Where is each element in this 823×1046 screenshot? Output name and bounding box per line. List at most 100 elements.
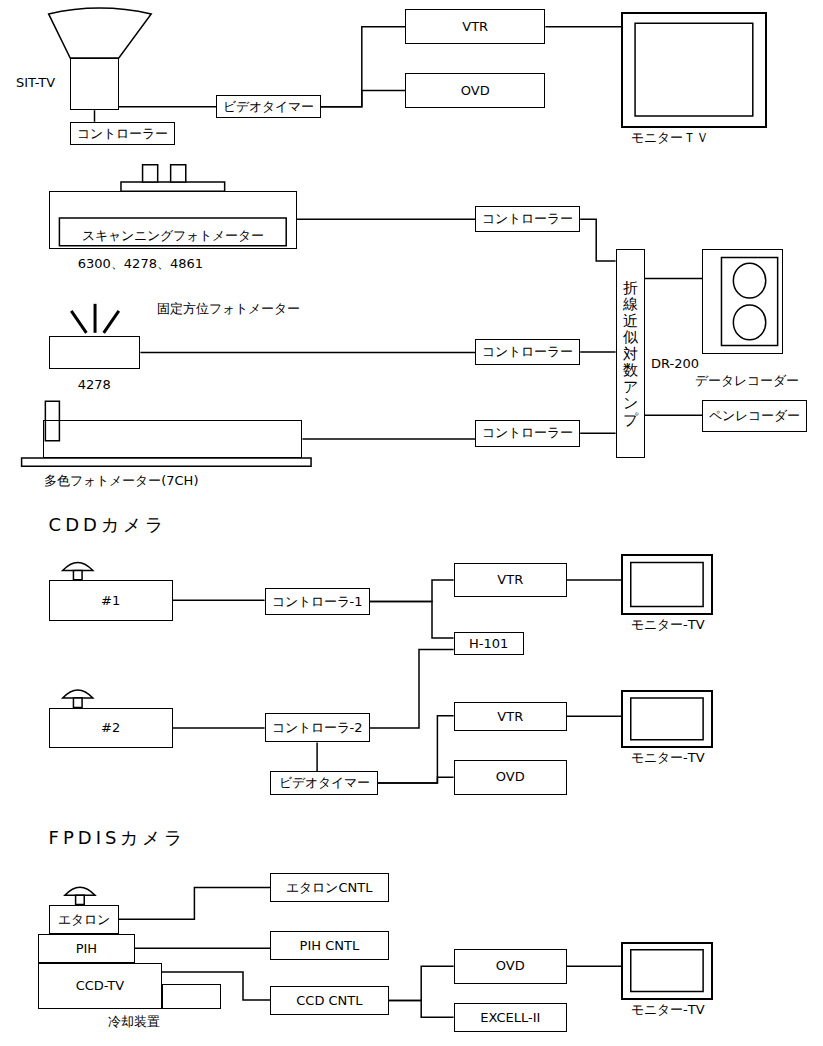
device-box: OVD bbox=[454, 760, 567, 795]
photometer-head bbox=[45, 401, 59, 440]
device-label: ペンレコーダー bbox=[709, 408, 800, 424]
camera-stem bbox=[73, 698, 82, 707]
section-heading: CDDカメラ bbox=[49, 513, 167, 537]
device-label: コントローラー bbox=[482, 425, 573, 441]
signal-line bbox=[135, 948, 270, 950]
device-label: VTR bbox=[497, 572, 523, 588]
device-box: PIH bbox=[38, 934, 135, 963]
signal-line bbox=[370, 580, 454, 601]
device-label: コントローラー bbox=[482, 211, 573, 227]
camera-label: SIT-TV bbox=[16, 75, 55, 91]
device-label: OVD bbox=[496, 769, 525, 785]
photometer-ray bbox=[71, 311, 86, 333]
signal-line bbox=[162, 972, 270, 1000]
device-label: OVD bbox=[496, 958, 525, 974]
device-box: H-101 bbox=[454, 632, 524, 655]
recorder-reel bbox=[733, 263, 765, 298]
device-box: OVD bbox=[454, 949, 567, 984]
signal-line bbox=[389, 1001, 454, 1018]
camera-dome bbox=[63, 690, 93, 698]
device-box: コントローラ-2 bbox=[265, 713, 370, 742]
device-label: コントローラー bbox=[77, 126, 168, 142]
signal-line bbox=[389, 966, 454, 1000]
amplifier-label: 折線近似対数アンプ bbox=[623, 280, 638, 429]
device-box: PIH CNTL bbox=[270, 931, 389, 960]
photometer-knob bbox=[143, 165, 158, 182]
signal-line bbox=[580, 219, 615, 261]
recorder-model: DR-200 bbox=[651, 356, 699, 372]
device-box: OVD bbox=[405, 73, 545, 108]
monitor-frame: モニター-TV bbox=[621, 690, 713, 748]
photometer-label: 固定方位フォトメーター bbox=[157, 301, 300, 317]
signal-line bbox=[297, 218, 475, 220]
model-number: 6300、4278、4861 bbox=[78, 255, 203, 273]
device-label: CCD-TV bbox=[76, 978, 125, 994]
photometer-ray bbox=[104, 311, 119, 333]
device-box: EXCELL-II bbox=[454, 1003, 567, 1032]
signal-line bbox=[378, 716, 454, 783]
recorder-panel bbox=[721, 257, 777, 345]
signal-line bbox=[645, 415, 702, 417]
signal-line bbox=[140, 352, 475, 354]
device-box: ペンレコーダー bbox=[702, 400, 807, 431]
signal-line bbox=[321, 27, 405, 107]
device-label: エタロンCNTL bbox=[286, 880, 372, 896]
device-box: コントローラ-1 bbox=[265, 588, 370, 615]
monitor-label: モニターＴＶ bbox=[631, 130, 709, 146]
device-box: コントローラー bbox=[475, 339, 580, 366]
signal-line bbox=[378, 777, 454, 783]
photometer-base bbox=[22, 458, 311, 466]
device-label: CCD CNTL bbox=[296, 993, 362, 1009]
device-label: H-101 bbox=[469, 636, 508, 652]
photometer-label: 多色フォトメーター(7CH) bbox=[44, 473, 198, 489]
signal-line bbox=[645, 278, 702, 280]
photometer-ray bbox=[94, 304, 97, 333]
monitor-frame: モニターＴＶ bbox=[621, 12, 767, 128]
photometer-knob bbox=[171, 165, 186, 182]
signal-line bbox=[321, 91, 405, 107]
device-box: CCD-TV bbox=[38, 963, 162, 1009]
camera-body: SIT-TV bbox=[70, 58, 119, 110]
signal-line bbox=[567, 716, 621, 718]
signal-line bbox=[567, 579, 621, 581]
amplifier-box: 折線近似対数アンプ bbox=[616, 249, 645, 458]
signal-line bbox=[173, 727, 265, 729]
monitor-screen bbox=[631, 698, 703, 740]
signal-line bbox=[370, 601, 454, 638]
cooler-label: 冷却装置 bbox=[108, 1014, 160, 1030]
signal-line bbox=[580, 351, 615, 353]
device-label: コントローラ-1 bbox=[272, 594, 363, 610]
signal-line bbox=[580, 432, 615, 434]
cooler-box: 冷却装置 bbox=[162, 984, 221, 1010]
device-box: エタロン bbox=[49, 905, 119, 934]
photometer-body: 固定方位フォトメーター bbox=[49, 336, 141, 368]
device-box: #1 bbox=[49, 580, 173, 621]
signal-line bbox=[316, 742, 318, 771]
signal-line bbox=[545, 26, 621, 28]
monitor-screen bbox=[635, 23, 753, 116]
device-label: VTR bbox=[462, 19, 488, 35]
device-box: エタロンCNTL bbox=[270, 873, 389, 902]
data-recorder: DR-200データレコーダー bbox=[702, 249, 783, 353]
monitor-frame: モニター-TV bbox=[621, 942, 713, 1000]
device-box: VTR bbox=[405, 9, 545, 44]
camera-stem bbox=[76, 895, 85, 904]
signal-line bbox=[119, 887, 270, 919]
device-label: OVD bbox=[461, 83, 490, 99]
monitor-label: モニター-TV bbox=[631, 750, 705, 766]
device-label: VTR bbox=[497, 709, 523, 725]
photometer-platform bbox=[121, 182, 225, 191]
camera-dome bbox=[63, 562, 93, 570]
camera-funnel bbox=[49, 8, 152, 58]
device-box: コントローラー bbox=[70, 122, 175, 145]
monitor-screen bbox=[631, 562, 703, 606]
monitor-label: モニター-TV bbox=[631, 617, 705, 633]
signal-line bbox=[173, 600, 265, 602]
monitor-screen bbox=[631, 950, 703, 992]
device-label: エタロン bbox=[58, 912, 110, 928]
device-label: PIH bbox=[76, 941, 97, 957]
device-box: VTR bbox=[454, 702, 567, 731]
model-number: 4278 bbox=[78, 377, 111, 392]
photometer-label: スキャンニングフォトメーター bbox=[50, 228, 296, 244]
